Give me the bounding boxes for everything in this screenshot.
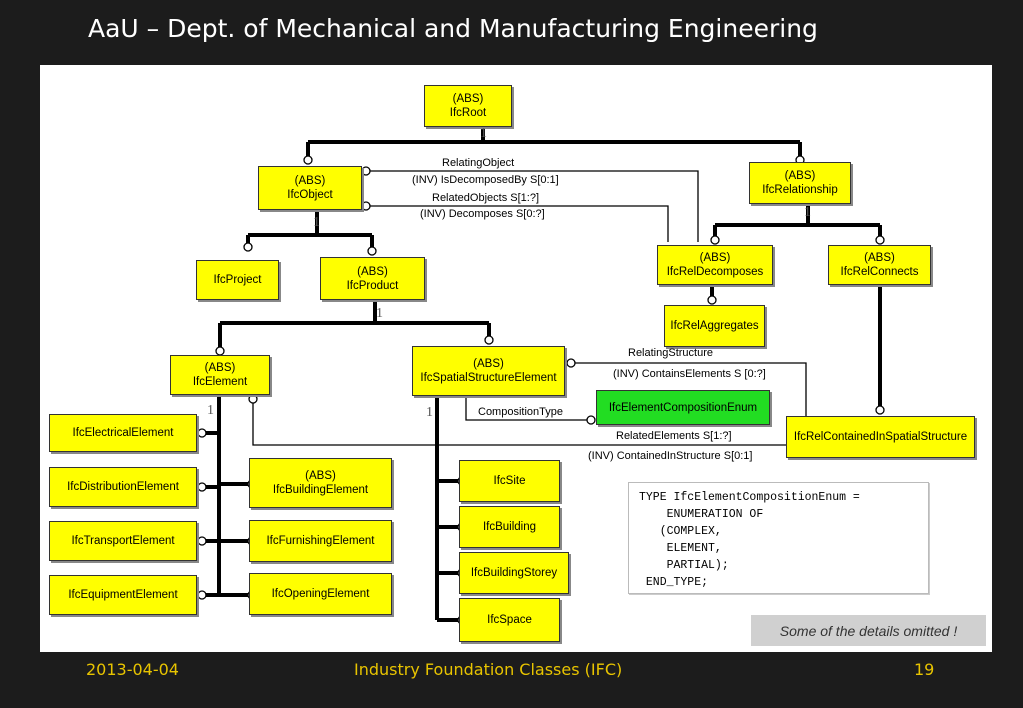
code-line: ELEMENT, xyxy=(639,542,722,555)
footer-page-number: 19 xyxy=(914,660,935,679)
ifcbuildingstorey-entity[interactable]: IfcBuildingStorey xyxy=(459,552,569,594)
ifctransportelement-entity[interactable]: IfcTransportElement xyxy=(49,521,197,561)
express-code-box: TYPE IfcElementCompositionEnum = ENUMERA… xyxy=(628,482,929,594)
label-contains-elements: (INV) ContainsElements S [0:?] xyxy=(613,368,766,380)
ifcrelationship-entity[interactable]: (ABS) IfcRelationship xyxy=(749,162,851,204)
abstract-marker: (ABS) xyxy=(305,470,336,482)
multiplicity-one: 1 xyxy=(207,403,214,418)
abstract-marker: (ABS) xyxy=(784,170,816,182)
label-related-elements: RelatedElements S[1:?] xyxy=(616,430,732,442)
ifcspace-entity[interactable]: IfcSpace xyxy=(459,598,560,642)
multiplicity-one: 1 xyxy=(804,205,811,220)
ifcproject-entity[interactable]: IfcProject xyxy=(196,260,279,300)
entity-name: IfcRoot xyxy=(449,107,487,119)
abstract-marker: (ABS) xyxy=(357,265,388,278)
entity-name: IfcBuildingElement xyxy=(272,484,369,496)
entity-name: IfcRelDecomposes xyxy=(666,266,764,278)
ifcrelaggregates-entity[interactable]: IfcRelAggregates xyxy=(664,305,765,347)
ifcelectricalelement-entity[interactable]: IfcElectricalElement xyxy=(49,414,197,452)
label-decomposes: (INV) Decomposes S[0:?] xyxy=(420,208,545,220)
abstract-marker: (ABS) xyxy=(699,252,731,264)
ifcequipmentelement-entity[interactable]: IfcEquipmentElement xyxy=(49,575,197,615)
footer-title: Industry Foundation Classes (IFC) xyxy=(354,660,623,679)
slide-title: AaU – Dept. of Mechanical and Manufactur… xyxy=(88,14,818,43)
multiplicity-one: 1 xyxy=(426,405,433,420)
entity-name: IfcDistributionElement xyxy=(67,481,179,493)
code-line: ENUMERATION OF xyxy=(639,508,764,521)
multiplicity-one: 1 xyxy=(480,126,487,141)
abstract-marker: (ABS) xyxy=(204,362,236,374)
entity-name: IfcRelContainedInSpatialStructure xyxy=(793,431,968,443)
code-line: END_TYPE; xyxy=(639,576,709,589)
label-related-objects: RelatedObjects S[1:?] xyxy=(432,192,540,204)
entity-name: IfcElectricalElement xyxy=(72,427,174,439)
ifcsite-entity[interactable]: IfcSite xyxy=(459,460,560,502)
label-is-decomposed-by: (INV) IsDecomposedBy S[0:1] xyxy=(412,174,559,186)
label-relating-object: RelatingObject xyxy=(442,157,515,169)
entity-name: IfcProject xyxy=(213,274,262,286)
ifcdistributionelement-entity[interactable]: IfcDistributionElement xyxy=(49,467,197,507)
details-omitted-note: Some of the details omitted ! xyxy=(751,615,986,646)
footer-date: 2013-04-04 xyxy=(86,660,179,679)
entity-name: IfcEquipmentElement xyxy=(68,589,178,601)
label-contained-in-structure: (INV) ContainedInStructure S[0:1] xyxy=(588,450,753,462)
ifcfurnishingelement-entity[interactable]: IfcFurnishingElement xyxy=(249,520,392,562)
code-line: PARTIAL); xyxy=(639,559,729,572)
ifcelementcompositionenum-entity[interactable]: IfcElementCompositionEnum xyxy=(596,390,770,425)
entity-name: IfcRelConnects xyxy=(840,266,919,278)
entity-name: IfcSpatialStructureElement xyxy=(420,372,557,384)
abstract-marker: (ABS) xyxy=(473,358,504,370)
ifcbuildingelement-entity[interactable]: (ABS) IfcBuildingElement xyxy=(249,458,392,508)
abstract-marker: (ABS) xyxy=(452,93,484,105)
entity-name: IfcElement xyxy=(192,376,248,388)
label-composition-type: CompositionType xyxy=(478,406,563,418)
multiplicity-one: 1 xyxy=(376,306,383,321)
ifcroot-entity[interactable]: (ABS) IfcRoot xyxy=(424,85,512,127)
entity-name: IfcElementCompositionEnum xyxy=(608,401,758,414)
entity-name: IfcSite xyxy=(493,475,526,487)
entity-name: IfcRelAggregates xyxy=(670,320,759,332)
diagram-connectors xyxy=(197,122,885,625)
abstract-marker: (ABS) xyxy=(294,175,326,187)
label-relating-structure: RelatingStructure xyxy=(628,347,713,359)
ifcobject-entity[interactable]: (ABS) IfcObject xyxy=(258,166,362,210)
entity-name: IfcProduct xyxy=(346,279,399,292)
ifcelement-entity[interactable]: (ABS) IfcElement xyxy=(170,355,270,395)
entity-name: IfcBuilding xyxy=(482,521,537,533)
ifcspatialstructureelement-entity[interactable]: (ABS) IfcSpatialStructureElement xyxy=(412,346,565,396)
entity-name: IfcBuildingStorey xyxy=(470,567,558,579)
multiplicity-one: 1 xyxy=(313,215,320,230)
entity-name: IfcRelationship xyxy=(762,184,838,196)
entity-name: IfcObject xyxy=(287,189,333,201)
diagram-canvas: (ABS) IfcRoot (ABS) IfcObject (ABS) IfcR… xyxy=(40,65,992,652)
ifcbuilding-entity[interactable]: IfcBuilding xyxy=(459,506,560,548)
ifcrelcontainedinspatialstructure-entity[interactable]: IfcRelContainedInSpatialStructure xyxy=(786,416,975,458)
entity-name: IfcOpeningElement xyxy=(271,588,370,600)
ifcreldecomposes-entity[interactable]: (ABS) IfcRelDecomposes xyxy=(657,245,773,285)
code-line: (COMPLEX, xyxy=(639,525,722,538)
entity-name: IfcFurnishingElement xyxy=(266,535,375,547)
code-line: TYPE IfcElementCompositionEnum = xyxy=(639,491,860,504)
entity-name: IfcSpace xyxy=(487,614,532,626)
abstract-marker: (ABS) xyxy=(864,252,895,264)
ifcopeningelement-entity[interactable]: IfcOpeningElement xyxy=(249,573,392,615)
entity-name: IfcTransportElement xyxy=(71,535,175,547)
ifcproduct-entity[interactable]: (ABS) IfcProduct xyxy=(320,257,425,300)
ifcrelconnects-entity[interactable]: (ABS) IfcRelConnects xyxy=(828,245,931,285)
